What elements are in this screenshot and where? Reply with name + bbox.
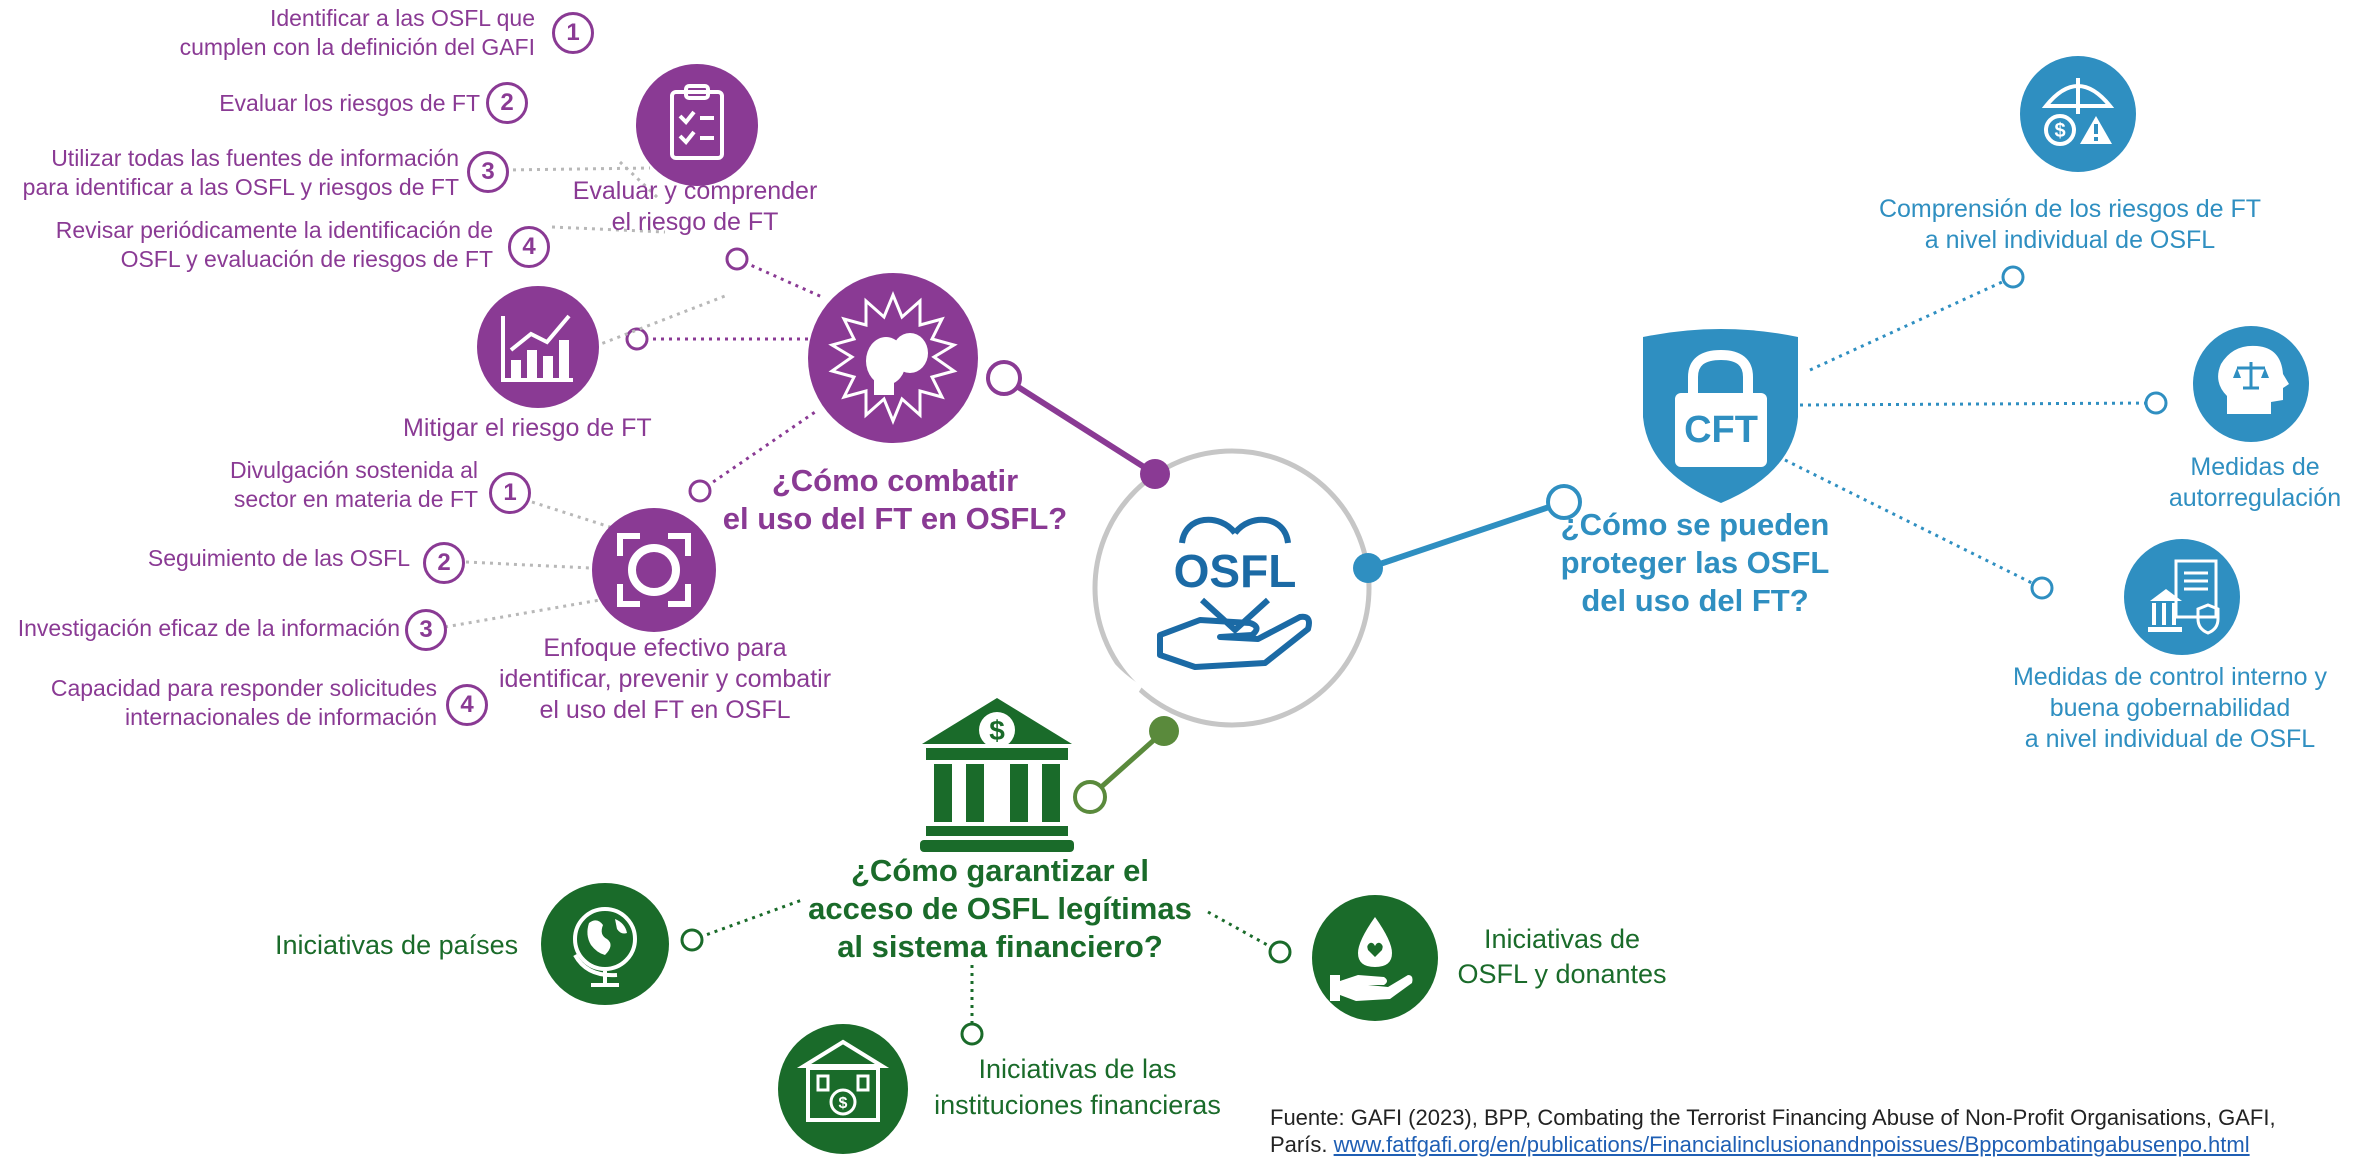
center-osfl: OSFL [1140,505,1330,675]
internal-control-line3: a nivel individual de OSFL [2024,725,2316,753]
financial-institutions-initiatives: Iniciativas de las instituciones financi… [910,1051,1245,1123]
approach-title-line3: el uso del FT en OSFL [539,696,791,724]
donors-initiatives: Iniciativas de OSFL y donantes [1442,922,1682,992]
approach-item-1-line1: Divulgación sostenida al [229,457,478,483]
source-note: Fuente: GAFI (2023), BPP, Combating the … [1270,1104,2276,1158]
evaluate-title-line2: el riesgo de FT [611,208,779,236]
approach-item-1-line2: sector en materia de FT [233,486,478,512]
financial-institutions-line2: instituciones financieras [934,1090,1221,1120]
shield-label: CFT [1684,409,1758,451]
approach-item-2: Seguimiento de las OSFL [148,544,410,573]
donors-line2: OSFL y donantes [1457,959,1667,989]
protect-title-line2: proteger las OSFL [1560,545,1830,580]
approach-item-2-number: 2 [423,542,465,584]
approach-item-2-line1: Seguimiento de las OSFL [147,545,410,571]
approach-item-4-number: 4 [446,684,488,726]
evaluate-item-1-line1: Identificar a las OSFL que [269,5,535,31]
approach-item-3: Investigación eficaz de la información [18,614,400,643]
evaluate-item-4-line1: Revisar periódicamente la identificación… [55,217,493,243]
svg-text:$: $ [839,1095,848,1112]
evaluate-item-1-line2: cumplen con la definición del GAFI [179,34,535,60]
source-prefix: París. [1270,1132,1328,1157]
evaluate-item-4-number: 4 [508,226,550,268]
approach-item-4: Capacidad para responder solicitudes int… [51,674,437,732]
protect-title-line1: ¿Cómo se pueden [1560,507,1830,542]
evaluate-item-1: Identificar a las OSFL que cumplen con l… [180,4,535,62]
evaluate-item-2: Evaluar los riesgos de FT [219,89,480,118]
approach-item-3-line1: Investigación eficaz de la información [17,615,400,641]
evaluate-item-1-number: 1 [552,12,594,54]
access-title: ¿Cómo garantizar el acceso de OSFL legít… [790,852,1210,966]
boxing-glove-icon [808,273,978,443]
evaluate-item-4-line2: OSFL y evaluación de riesgos de FT [120,246,493,272]
donors-line1: Iniciativas de [1483,924,1641,954]
clipboard-icon [636,64,758,186]
approach-item-1: Divulgación sostenida al sector en mater… [230,456,478,514]
approach-item-4-line2: internacionales de información [125,704,437,730]
building-document-icon [2124,539,2240,655]
approach-item-1-number: 1 [489,472,531,514]
self-regulation-line2: autorregulación [2168,484,2342,512]
financial-institutions-line1: Iniciativas de las [978,1054,1177,1084]
evaluate-item-2-line1: Evaluar los riesgos de FT [219,90,480,116]
risk-understanding-line2: a nivel individual de OSFL [1924,226,2216,254]
source-line1: Fuente: GAFI (2023), BPP, Combating the … [1270,1105,2276,1130]
protect-title-line3: del uso del FT? [1581,583,1809,618]
globe-icon [541,883,669,1005]
source-line2: París. www.fatfgafi.org/en/publications/… [1270,1131,2276,1158]
combat-title: ¿Cómo combatir el uso del FT en OSFL? [715,462,1075,538]
self-regulation: Medidas de autorregulación [2150,452,2360,514]
approach-title: Enfoque efectivo para identificar, preve… [480,633,850,726]
svg-text:$: $ [2054,120,2065,142]
institution-icon: $ [778,1024,908,1154]
evaluate-item-3-line1: Utilizar todas las fuentes de informació… [51,145,459,171]
access-title-line2: acceso de OSFL legítimas [808,891,1192,926]
risk-understanding-line1: Comprensión de los riesgos de FT [1878,195,2262,223]
self-regulation-line1: Medidas de [2190,453,2320,481]
access-title-line3: al sistema financiero? [837,929,1163,964]
evaluate-item-3-line2: para identificar a las OSFL y riesgos de… [22,174,459,200]
internal-control-line1: Medidas de control interno y [2012,663,2328,691]
evaluate-title-line1: Evaluar y comprender [572,177,818,205]
heart-hand-icon [1157,516,1312,670]
svg-text:$: $ [989,715,1005,746]
source-link[interactable]: www.fatfgafi.org/en/publications/Financi… [1333,1132,2250,1157]
evaluate-title: Evaluar y comprender el riesgo de FT [560,176,830,238]
combat-title-line1: ¿Cómo combatir [771,463,1019,498]
evaluate-item-2-number: 2 [486,82,528,124]
risk-understanding: Comprensión de los riesgos de FT a nivel… [1840,194,2300,256]
evaluate-item-3-number: 3 [467,151,509,193]
countries-initiatives: Iniciativas de países [275,930,519,960]
shield-lock-icon: CFT [1633,325,1808,505]
internal-control: Medidas de control interno y buena gober… [1980,662,2360,755]
hand-heart-icon [1312,895,1438,1021]
head-scale-icon [2193,326,2309,442]
approach-title-line1: Enfoque efectivo para [543,634,787,662]
focus-target-icon [592,508,716,632]
chart-icon [477,286,599,408]
center-label: OSFL [1173,545,1297,597]
approach-item-4-line1: Capacidad para responder solicitudes [50,675,437,701]
approach-title-line2: identificar, prevenir y combatir [498,665,832,693]
internal-control-line2: buena gobernabilidad [2049,694,2291,722]
mitigate-title: Mitigar el riesgo de FT [403,414,652,442]
access-title-line1: ¿Cómo garantizar el [851,853,1149,888]
evaluate-item-4: Revisar periódicamente la identificación… [56,216,493,274]
approach-item-3-number: 3 [405,609,447,651]
umbrella-risk-icon: $ [2020,56,2136,172]
bank-icon: $ [920,696,1074,854]
protect-title: ¿Cómo se pueden proteger las OSFL del us… [1560,506,1830,620]
evaluate-item-3: Utilizar todas las fuentes de informació… [23,144,459,202]
combat-title-line2: el uso del FT en OSFL? [722,501,1068,536]
